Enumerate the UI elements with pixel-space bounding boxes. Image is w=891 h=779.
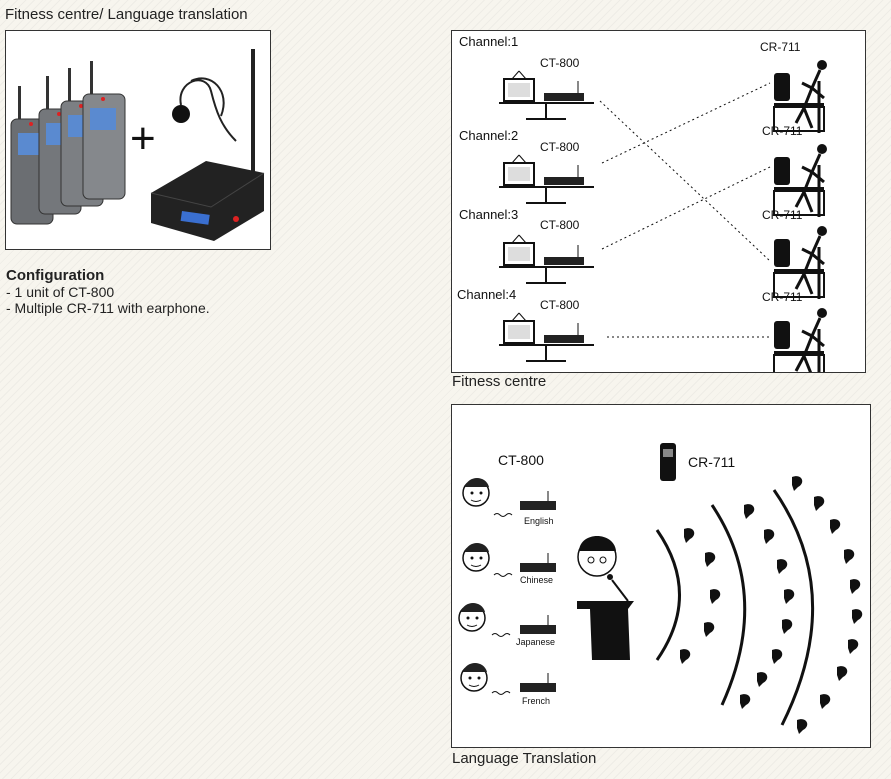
language-diagram: CT-800 CR-711 English Chinese Japanese F… (451, 404, 871, 748)
receiver-label: CR-711 (760, 40, 801, 54)
mini-transmitter-icon (519, 552, 557, 573)
translator-face-icon (460, 662, 488, 692)
transmitter-label: CT-800 (498, 452, 544, 468)
language-caption: Language Translation (452, 750, 597, 767)
audience-earphone-icons (680, 476, 863, 734)
channel-label: Channel:2 (459, 128, 518, 143)
speaker-podium-icon (577, 536, 634, 660)
product-illustration: + (10, 49, 265, 241)
tv-transmitter-station-icon (498, 70, 595, 120)
translator-face-icon (462, 542, 490, 572)
speech-waves (491, 513, 513, 695)
configuration-line: - 1 unit of CT-800 (6, 284, 115, 300)
receiver-unit-icon (82, 61, 126, 200)
translator-face-icon (462, 477, 490, 507)
transmitter-label: CT-800 (540, 140, 580, 154)
tv-transmitter-station-icon (498, 312, 595, 362)
language-label: Chinese (520, 575, 553, 585)
transmitter-label: CT-800 (540, 56, 580, 70)
receiver-label: CR-711 (688, 454, 735, 470)
plus-sign: + (130, 114, 156, 163)
fitness-illustration: Channel:1 Channel:2 Channel:3 Channel:4 … (457, 34, 829, 383)
product-photo: + (5, 30, 271, 250)
channel-label: Channel:4 (457, 287, 516, 302)
transmitter-label: CT-800 (540, 298, 580, 312)
configuration-block: Configuration - 1 unit of CT-800 - Multi… (6, 267, 210, 317)
language-label: English (524, 516, 554, 526)
translator-face-icon (458, 602, 486, 632)
fitness-diagram: Channel:1 Channel:2 Channel:3 Channel:4 … (451, 30, 866, 383)
channel-label: Channel:1 (459, 34, 518, 49)
mini-transmitter-icon (519, 614, 557, 635)
channel-link-lines (599, 82, 771, 338)
fitness-caption: Fitness centre (452, 373, 547, 390)
transmitter-label: CT-800 (540, 218, 580, 232)
treadmill-runner-icon (772, 58, 829, 135)
earphone-icon (172, 77, 237, 142)
language-label: French (522, 696, 550, 706)
treadmill-runner-icon (772, 224, 829, 301)
mini-transmitter-icon (519, 672, 557, 693)
treadmill-runner-icon (772, 142, 829, 219)
tv-transmitter-station-icon (498, 154, 595, 204)
mini-transmitter-icon (519, 490, 557, 511)
configuration-line: - Multiple CR-711 with earphone. (6, 300, 210, 316)
page-title: Fitness centre/ Language translation (5, 6, 248, 23)
audience-rows (655, 489, 815, 726)
language-illustration: CT-800 CR-711 English Chinese Japanese F… (458, 443, 863, 734)
configuration-title: Configuration (6, 267, 105, 284)
tv-transmitter-station-icon (498, 234, 595, 284)
treadmill-runner-icon (772, 306, 829, 383)
transmitter-unit-icon (150, 49, 265, 241)
channel-label: Channel:3 (459, 207, 518, 222)
language-label: Japanese (516, 637, 555, 647)
receiver-device-icon (660, 443, 676, 481)
